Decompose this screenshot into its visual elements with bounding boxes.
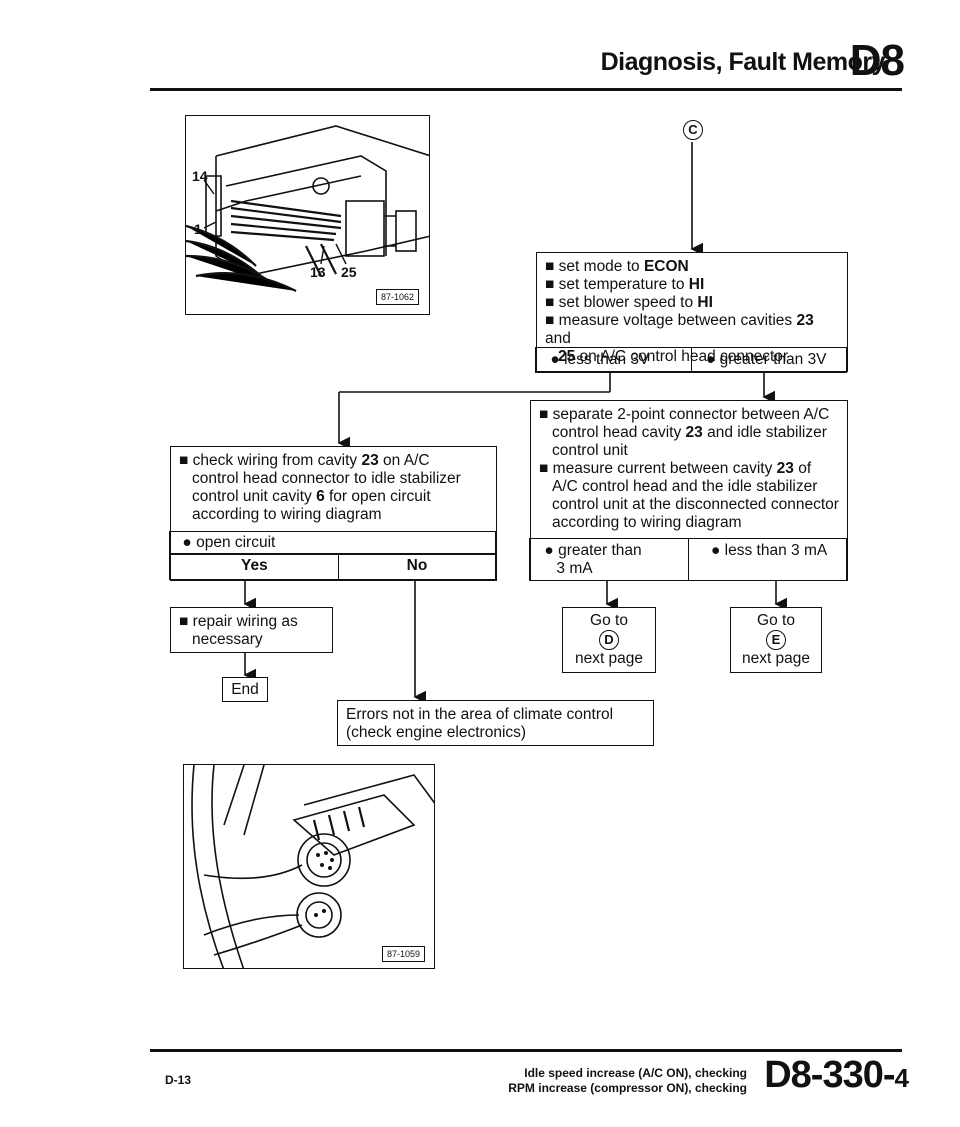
section-code: D8	[849, 36, 905, 85]
errors-box: Errors not in the area of climate contro…	[337, 700, 654, 746]
pin-label-1: 1	[194, 221, 202, 237]
answer-no: No	[338, 553, 496, 580]
footer-rule	[150, 1049, 902, 1052]
step-set-mode: ■ set mode to ECON ■ set temperature to …	[535, 252, 848, 373]
step-item: ■ set mode to ECON	[545, 258, 689, 275]
connector-figure-bottom: 87-1059	[183, 764, 435, 969]
goto-e-box: Go to E next page	[730, 607, 822, 673]
step-item: ■ set temperature to HI	[545, 276, 705, 293]
step-check-wiring: ■ check wiring from cavity 23 on A/C con…	[169, 446, 497, 581]
goto-d-box: Go to D next page	[562, 607, 656, 673]
connector-e-mark: E	[766, 630, 786, 650]
connector-figure-top: 14 1 13 25 87-1062	[185, 115, 430, 315]
result-less-3v: ● less than 3V	[535, 347, 693, 373]
connector-d-mark: D	[599, 630, 619, 650]
connector-illustration	[186, 125, 429, 292]
footer-section-code: D8-330-4	[764, 1054, 909, 1096]
figure-tag: 87-1062	[376, 289, 420, 305]
pin-label-14: 14	[192, 168, 208, 184]
step-item: ■ measure voltage between cavities 23 an…	[545, 312, 814, 347]
plug-illustration	[191, 765, 434, 968]
result-less-3ma: ● less than 3 mA	[688, 538, 847, 581]
pin-label-13: 13	[310, 264, 326, 280]
step-item: ■ set blower speed to HI	[545, 294, 713, 311]
header-rule	[150, 88, 902, 91]
page-number: D-13	[165, 1073, 192, 1087]
step-separate-connector: ■ separate 2-point connector between A/C…	[529, 400, 848, 581]
result-greater-3v: ● greater than 3V	[691, 347, 847, 373]
answer-yes: Yes	[169, 553, 340, 580]
connector-c-mark: C	[683, 120, 703, 140]
step-repair-wiring: ■ repair wiring as necessary	[170, 607, 333, 653]
end-box: End	[222, 677, 268, 702]
figure-tag: 87-1059	[382, 946, 426, 962]
footer-description: Idle speed increase (A/C ON), checking R…	[508, 1066, 747, 1095]
result-open-circuit: ● open circuit	[169, 531, 497, 555]
page-title: Diagnosis, Fault Memory	[600, 48, 886, 76]
pin-label-25: 25	[341, 264, 357, 280]
